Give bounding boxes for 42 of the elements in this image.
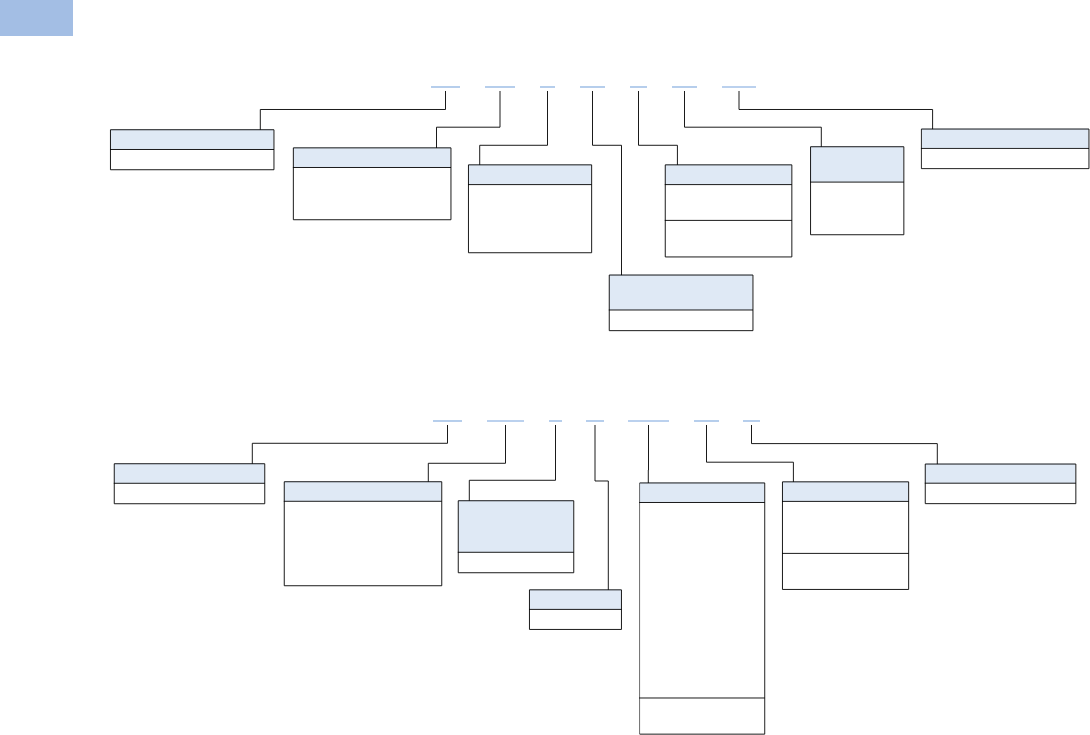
leader-line <box>259 91 446 130</box>
fill-in-line <box>431 86 460 88</box>
fill-in-line <box>485 86 515 88</box>
header-box <box>457 500 575 574</box>
header-box <box>529 589 622 630</box>
leader-line <box>638 91 678 165</box>
fill-in-line <box>694 420 719 422</box>
header-box <box>782 481 910 590</box>
fill-in-line <box>433 420 462 422</box>
header-box <box>639 482 766 735</box>
fill-in-line <box>672 86 697 88</box>
header-box <box>292 147 452 221</box>
leader-line <box>427 425 506 482</box>
fill-in-line <box>630 86 647 88</box>
leader-line <box>594 425 609 590</box>
fill-in-line <box>722 86 756 88</box>
fill-in-line <box>586 420 604 422</box>
leader-line <box>684 91 822 147</box>
leader-line <box>479 91 548 165</box>
header-box <box>468 164 593 254</box>
header-box <box>113 463 266 505</box>
header-box <box>810 146 905 236</box>
leader-line <box>251 425 448 464</box>
leader-line <box>647 425 649 483</box>
header-box <box>608 274 754 332</box>
fill-in-line <box>549 420 562 422</box>
leader-line <box>706 425 794 482</box>
fill-in-line <box>487 420 524 422</box>
header-box <box>110 129 275 171</box>
leader-line <box>751 425 938 465</box>
fill-in-line <box>540 86 555 88</box>
header-box <box>924 463 1077 505</box>
leader-line <box>468 425 556 501</box>
fill-in-line <box>580 86 605 88</box>
header-box <box>283 481 443 587</box>
leader-line <box>738 91 934 130</box>
header-box <box>664 164 793 258</box>
leader-line <box>436 91 501 148</box>
fill-in-line <box>628 420 669 422</box>
leader-line <box>592 91 622 276</box>
fill-in-line <box>743 420 760 422</box>
header-box <box>920 128 1090 170</box>
